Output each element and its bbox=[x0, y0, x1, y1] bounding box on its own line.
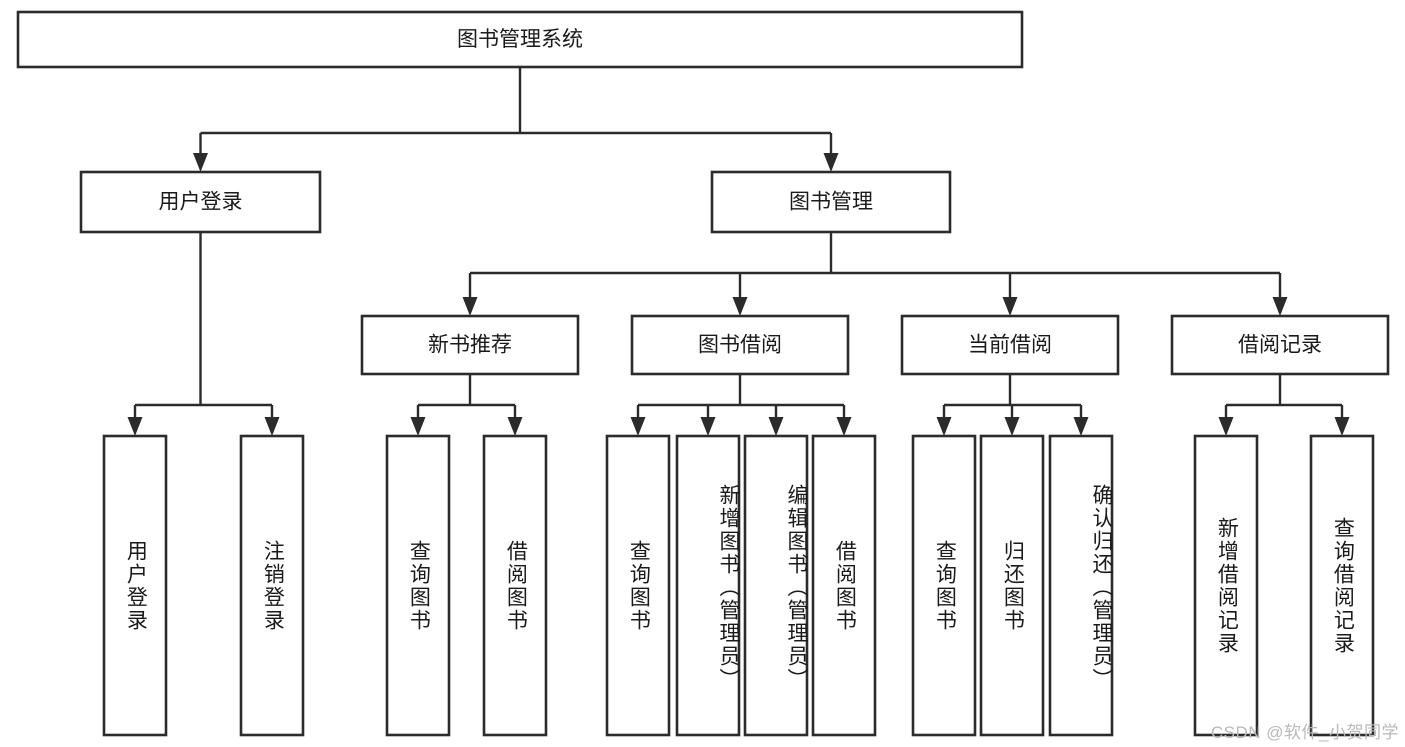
node-leaf-query-book-2[interactable] bbox=[605, 434, 671, 737]
arrow-head-icon bbox=[462, 297, 478, 316]
node-book-borrow[interactable] bbox=[630, 314, 850, 376]
node-leaf-query-book-3[interactable] bbox=[911, 434, 977, 737]
arrow-head-icon bbox=[823, 153, 839, 172]
arrow-head-icon bbox=[127, 417, 143, 436]
node-leaf-borrow-book-2[interactable] bbox=[811, 434, 877, 737]
arrow-head-icon bbox=[836, 417, 852, 436]
node-leaf-add-book[interactable] bbox=[675, 434, 741, 737]
arrow-head-icon bbox=[1002, 297, 1018, 316]
arrow-head-icon bbox=[410, 417, 426, 436]
node-current-borrow[interactable] bbox=[900, 314, 1120, 376]
arrow-head-icon bbox=[1218, 417, 1234, 436]
node-label: 图书管理 bbox=[789, 191, 873, 214]
node-label: 图书借阅 bbox=[698, 334, 782, 357]
node-leaf-user-logout[interactable] bbox=[239, 434, 305, 737]
watermark-text: CSDN @软件_小贺同学 bbox=[1210, 723, 1399, 742]
node-label: 借阅记录 bbox=[1238, 334, 1322, 357]
node-leaf-query-book-1[interactable] bbox=[385, 434, 451, 737]
arrow-head-icon bbox=[264, 417, 280, 436]
arrow-head-icon bbox=[193, 153, 208, 172]
arrow-head-icon bbox=[630, 417, 646, 436]
node-new-book-recommend[interactable] bbox=[360, 314, 580, 376]
node-root-root[interactable] bbox=[16, 10, 1024, 69]
node-user-login[interactable] bbox=[79, 170, 322, 234]
arrow-head-icon bbox=[507, 417, 523, 436]
node-label: 新书推荐 bbox=[428, 334, 512, 357]
node-leaf-return-book[interactable] bbox=[979, 434, 1045, 737]
node-leaf-query-borrow-record[interactable] bbox=[1309, 434, 1375, 737]
arrow-head-icon bbox=[732, 297, 748, 316]
node-label: 图书管理系统 bbox=[457, 28, 583, 51]
node-book-management[interactable] bbox=[710, 170, 952, 234]
node-label: 当前借阅 bbox=[968, 334, 1052, 357]
arrow-head-icon bbox=[936, 417, 952, 436]
node-leaf-confirm-return[interactable] bbox=[1048, 434, 1114, 737]
node-label: 用户登录 bbox=[159, 191, 243, 214]
arrow-head-icon bbox=[1334, 417, 1350, 436]
arrow-head-icon bbox=[1272, 297, 1288, 316]
arrow-head-icon bbox=[700, 417, 716, 436]
arrow-head-icon bbox=[1073, 417, 1089, 436]
node-borrow-record[interactable] bbox=[1170, 314, 1390, 376]
node-leaf-user-login[interactable] bbox=[102, 434, 168, 737]
node-leaf-borrow-book-1[interactable] bbox=[482, 434, 548, 737]
arrow-head-icon bbox=[1004, 417, 1020, 436]
node-leaf-add-borrow-record[interactable] bbox=[1193, 434, 1259, 737]
arrow-head-icon bbox=[768, 417, 784, 436]
node-leaf-edit-book[interactable] bbox=[743, 434, 809, 737]
